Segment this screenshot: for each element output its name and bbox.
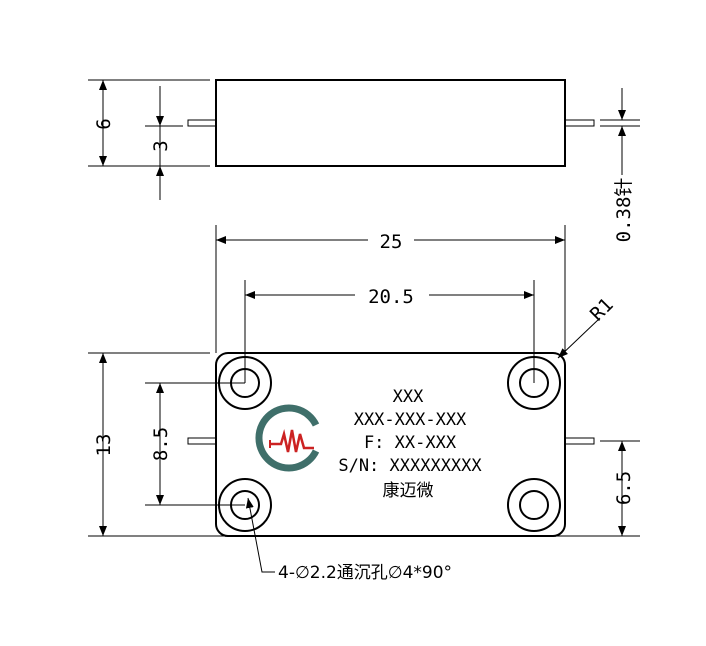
top-pin-right — [564, 437, 595, 445]
dim-corner-radius: R1 — [586, 294, 618, 326]
side-pin-right — [564, 119, 595, 127]
label-line1: XXX — [393, 387, 424, 407]
dim-hole-spacing-x: 20.5 — [368, 286, 414, 308]
dim-height-side: 6 — [93, 118, 115, 129]
dim-pin-offset-top: 6.5 — [613, 471, 635, 505]
dim-hole-spacing-y: 8.5 — [150, 427, 172, 461]
dim-height-top: 13 — [93, 434, 115, 457]
label-company: 康迈微 — [383, 481, 434, 501]
label-line3: F: XX-XXX — [364, 433, 457, 453]
label-line4: S/N: XXXXXXXXX — [338, 456, 482, 476]
company-logo — [255, 404, 320, 472]
side-pin-left — [187, 119, 217, 127]
side-body — [215, 79, 566, 167]
top-pin-left — [187, 437, 217, 445]
label-line2: XXX-XXX-XXX — [354, 410, 467, 430]
dim-length-total: 25 — [380, 231, 403, 253]
hole-note: 4-∅2.2通沉孔∅4*90° — [278, 563, 452, 583]
side-view: 6 3 0.38针 — [88, 79, 640, 243]
top-view: 25 20.5 R1 13 8.5 6.5 4-∅2.2通沉孔∅4*90° — [88, 225, 640, 583]
mounting-hole-bottom-right — [507, 478, 561, 532]
dim-pin-diameter: 0.38针 — [613, 178, 635, 243]
dim-pin-offset-side: 3 — [150, 140, 172, 151]
